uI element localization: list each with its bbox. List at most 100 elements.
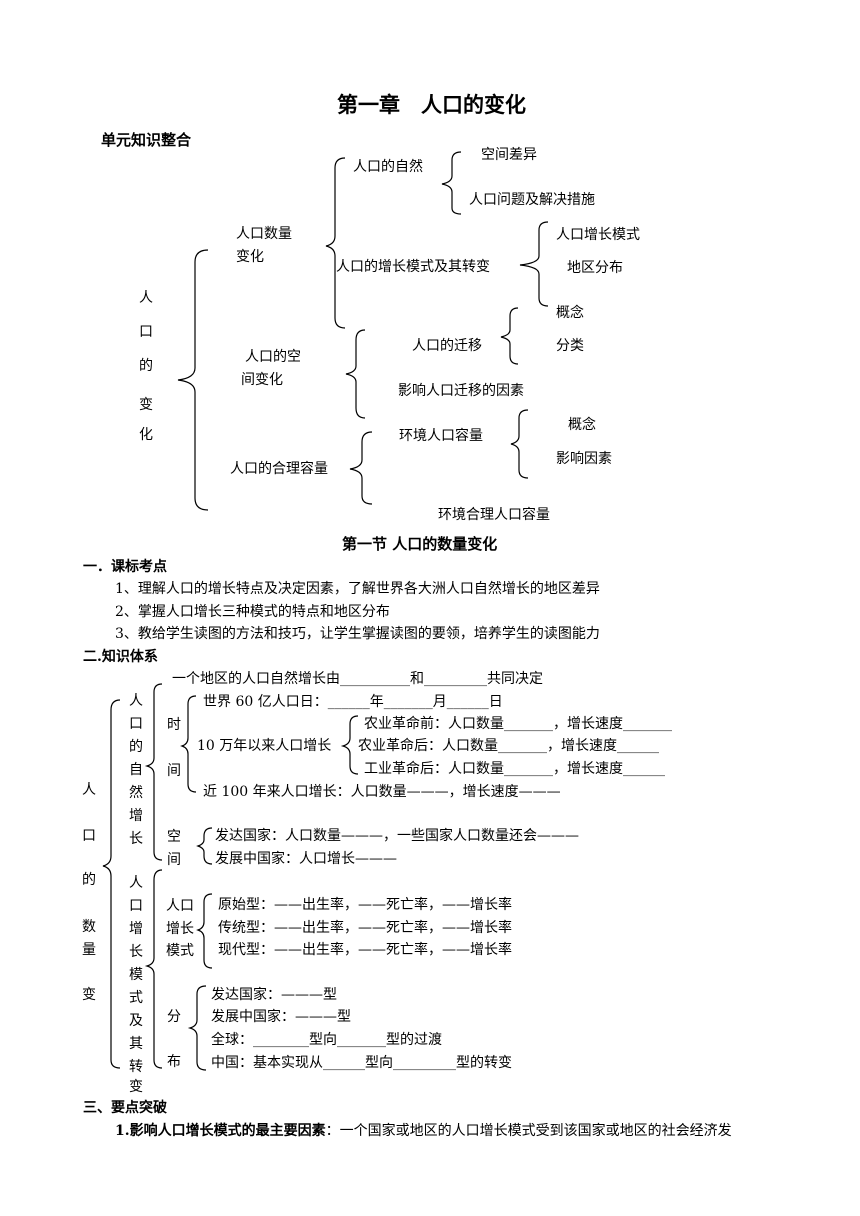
brace-growth <box>519 221 549 307</box>
outline-gm-region: 地区分布 <box>567 260 623 276</box>
s2-root-char: 口 <box>82 828 96 844</box>
s2-since-100k: 10 万年以来人口增长 <box>197 738 332 754</box>
s2-post-agri: 农业革命后：人口数量_______，增长速度______ <box>358 738 659 754</box>
brace-s2-100k <box>340 715 359 775</box>
s2-d-china: 中国：基本实现从______型向_________型的转变 <box>211 1055 512 1071</box>
s2-model-char: 长 <box>129 944 143 960</box>
brace-s2-root <box>102 699 121 1069</box>
s2-root-char: 数 <box>82 919 96 935</box>
brace-s2-dist <box>187 985 207 1071</box>
outline-root-char: 的 <box>139 358 153 374</box>
s2-time-char: 时 <box>167 717 181 733</box>
outline-quantity: 人口数量 <box>236 226 292 242</box>
outline-ec-factors: 影响因素 <box>556 451 612 467</box>
s2-root-char: 人 <box>82 782 96 798</box>
s2-types-label: 模式 <box>166 943 194 959</box>
outline-natural: 人口的自然 <box>353 159 423 175</box>
s2-decide: 一个地区的人口自然增长由__________和_________共同决定 <box>172 671 543 687</box>
brace-s2-model <box>144 869 163 1069</box>
brace-root <box>177 249 209 511</box>
s1-item: 2、掌握人口增长三种模式的特点和地区分布 <box>115 604 390 620</box>
outline-gm-concept: 概念 <box>556 305 584 321</box>
s2-d-developed: 发达国家：———型 <box>211 987 337 1003</box>
s2-types-label: 增长 <box>166 921 194 937</box>
outline-root-char: 化 <box>139 427 153 443</box>
s2-nat-char: 人 <box>129 693 143 709</box>
outline-reasonable: 环境合理人口容量 <box>438 507 550 523</box>
brace-capacity <box>349 431 373 505</box>
s2-traditional: 传统型：——出生率，——死亡率，——增长率 <box>218 920 512 936</box>
s2-nat-char: 口 <box>129 716 143 732</box>
s2-6b-day: 世界 60 亿人口日：______年_______月______日 <box>203 694 503 710</box>
brace-natural <box>441 151 462 215</box>
s2-post-ind: 工业革命后：人口数量_______，增长速度______ <box>364 761 665 777</box>
s3-point-1: 1.影响人口增长模式的最主要因素：一个国家或地区的人口增长模式受到该国家或地区的… <box>115 1122 732 1140</box>
s3-point-1-text: ：一个国家或地区的人口增长模式受到该国家或地区的社会经济发 <box>325 1123 732 1139</box>
section-title: 第一节 人口的数量变化 <box>342 535 498 553</box>
outline-space-2: 间变化 <box>241 372 283 388</box>
brace-s2-nat <box>144 683 163 861</box>
s2-nat-char: 增 <box>129 808 143 824</box>
outline-ec-concept: 概念 <box>568 417 596 433</box>
outline-env-capacity: 环境人口容量 <box>399 428 483 444</box>
outline-quantity-2: 变化 <box>236 249 264 265</box>
s3-point-1-bold: 1.影响人口增长模式的最主要因素 <box>115 1123 326 1139</box>
s2-root-char: 量 <box>82 942 96 958</box>
outline-growth-model: 人口的增长模式及其转变 <box>336 259 490 275</box>
s2-space-char: 间 <box>167 852 181 868</box>
outline-problems: 人口问题及解决措施 <box>469 192 595 208</box>
s2-dist-char: 布 <box>167 1054 181 1070</box>
outline-space: 人口的空 <box>245 349 301 365</box>
s2-nat-char: 自 <box>129 762 143 778</box>
s2-model-char: 人 <box>129 875 143 891</box>
s2-model-char: 口 <box>129 898 143 914</box>
s2-space-char: 空 <box>167 829 181 845</box>
s2-model-char: 其 <box>129 1036 143 1052</box>
s1-heading: 一．课标考点 <box>83 559 167 575</box>
s1-item: 1、理解人口的增长特点及决定因素，了解世界各大洲人口自然增长的地区差异 <box>115 581 600 597</box>
brace-space <box>345 329 366 419</box>
s2-root-char: 变 <box>82 987 96 1003</box>
s2-recent-100: 近 100 年来人口增长：人口数量———，增长速度——— <box>203 784 561 800</box>
unit-heading: 单元知识整合 <box>101 131 192 149</box>
s2-nat-char: 长 <box>129 831 143 847</box>
outline-gm-model: 人口增长模式 <box>556 227 640 243</box>
s2-developed: 发达国家：人口数量———，一些国家人口数量还会——— <box>215 828 579 844</box>
s2-types-label: 人口 <box>166 898 194 914</box>
outline-spatial-diff: 空间差异 <box>481 147 537 163</box>
s2-nat-char: 然 <box>129 785 143 801</box>
page-title: 第一章 人口的变化 <box>337 92 526 117</box>
brace-env <box>510 409 529 479</box>
s2-time-char: 间 <box>167 763 181 779</box>
brace-quantity <box>325 157 346 329</box>
s2-model-char: 模 <box>129 967 143 983</box>
brace-s2-types <box>196 893 213 969</box>
outline-capacity: 人口的合理容量 <box>230 461 328 477</box>
s2-d-global: 全球：________型向_______型的过渡 <box>211 1032 442 1048</box>
s2-model-char: 式 <box>129 990 143 1006</box>
outline-migration: 人口的迁移 <box>412 338 482 354</box>
s2-dist-char: 分 <box>167 1009 181 1025</box>
s2-developing: 发展中国家：人口增长——— <box>215 851 397 867</box>
s3-heading: 三、要点突破 <box>83 1100 167 1116</box>
s2-pre-agri: 农业革命前：人口数量_______，增长速度_______ <box>364 716 672 732</box>
s2-model-char: 转 <box>129 1059 143 1075</box>
outline-mig-class: 分类 <box>556 338 584 354</box>
s2-d-developing: 发展中国家：———型 <box>211 1009 351 1025</box>
s2-model-char: 变 <box>129 1079 143 1095</box>
s2-primitive: 原始型：——出生率，——死亡率，——增长率 <box>218 897 512 913</box>
s2-model-char: 增 <box>129 921 143 937</box>
outline-mig-factors: 影响人口迁移的因素 <box>398 383 524 399</box>
s2-nat-char: 的 <box>129 739 143 755</box>
brace-s2-time <box>180 695 197 793</box>
s2-root-char: 的 <box>82 872 96 888</box>
outline-root-char: 人 <box>139 290 153 306</box>
brace-s2-space <box>196 827 213 865</box>
s2-heading: 二.知识体系 <box>83 649 158 665</box>
brace-migration <box>500 307 519 365</box>
s1-item: 3、教给学生读图的方法和技巧，让学生掌握读图的要领，培养学生的读图能力 <box>115 626 600 642</box>
s2-modern: 现代型：——出生率，——死亡率，——增长率 <box>218 942 512 958</box>
outline-root-char: 口 <box>139 324 153 340</box>
s2-model-char: 及 <box>129 1013 143 1029</box>
outline-root-char: 变 <box>139 397 153 413</box>
